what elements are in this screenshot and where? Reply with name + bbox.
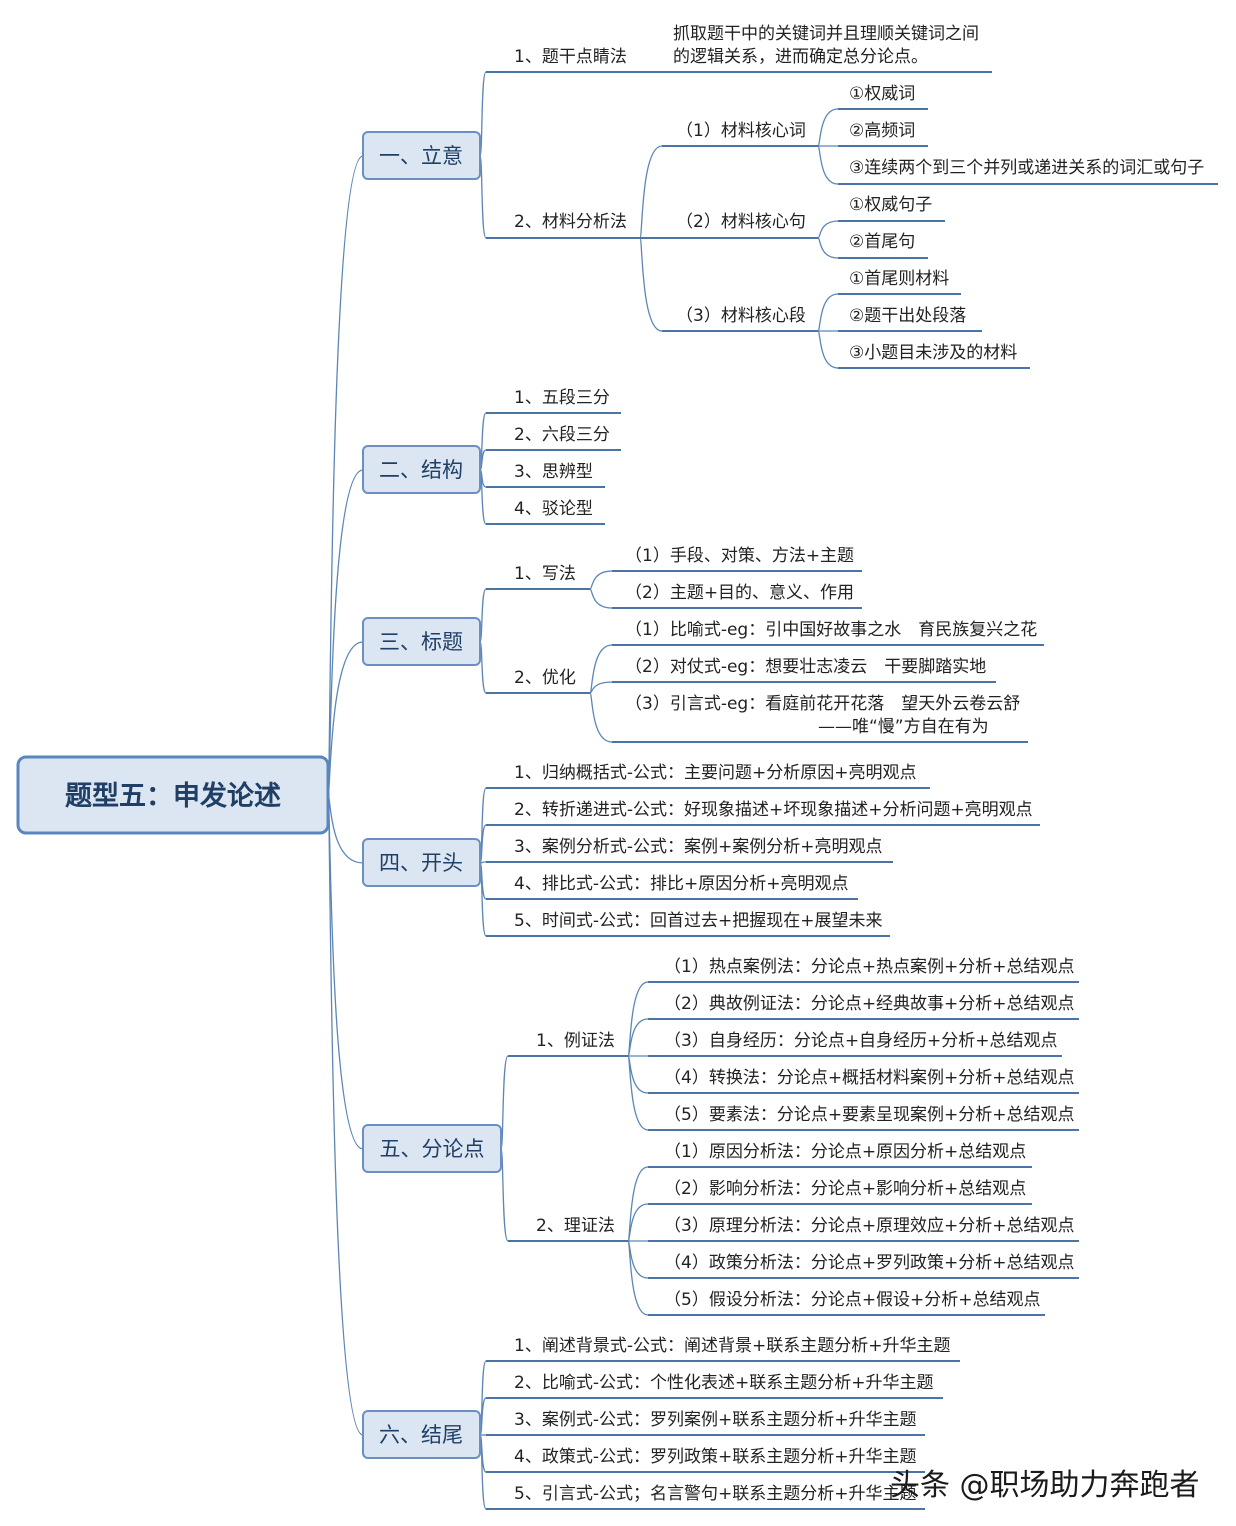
- leaf-node: 3、思辨型: [514, 462, 593, 482]
- leaf-node: 4、政策式-公式：罗列政策+联系主题分析+升华主题: [514, 1447, 916, 1467]
- connector-line: [327, 155, 364, 796]
- connector-line: [327, 641, 364, 796]
- leaf-node: （3）自身经历：分论点+自身经历+分析+总结观点: [664, 1031, 1058, 1051]
- connector-line: [589, 588, 613, 609]
- node-xiefa: 1、写法: [514, 564, 576, 584]
- leaf-node: ②高频词: [849, 121, 915, 141]
- leaf-node: ②题干出处段落: [849, 306, 966, 326]
- node-cailiaofenxi: 2、材料分析法: [514, 212, 627, 232]
- node-hexinju: （2）材料核心句: [676, 212, 806, 232]
- connector-line: [639, 145, 663, 239]
- leaf-node: 2、比喻式-公式：个性化表述+联系主题分析+升华主题: [514, 1373, 933, 1393]
- node-hexinci: （1）材料核心词: [676, 121, 806, 141]
- branch-label: 二、结构: [379, 458, 463, 482]
- leaf-node: （2）对仗式-eg：想要壮志凌云 干要脚踏实地: [625, 657, 986, 677]
- leaf-node: 4、驳论型: [514, 499, 593, 519]
- root-node: 题型五：申发论述: [16, 755, 330, 835]
- branch-label: 五、分论点: [380, 1137, 485, 1161]
- leaf-node: （3）引言式-eg：看庭前花开花落 望天外云卷云舒: [625, 694, 1020, 714]
- leaf-node: ①权威句子: [849, 195, 932, 215]
- leaf-node: 3、案例式-公式：罗列案例+联系主题分析+升华主题: [514, 1410, 916, 1430]
- connector-line: [327, 794, 364, 864]
- connector-line: [589, 570, 613, 590]
- branch-label: 六、结尾: [379, 1423, 463, 1447]
- connector-line: [639, 237, 663, 332]
- connector-line: [627, 1240, 649, 1316]
- node-youhua: 2、优化: [514, 668, 576, 688]
- leaf-node: 2、转折递进式-公式：好现象描述+坏现象描述+分析问题+亮明观点: [514, 800, 1033, 820]
- leaf-node: （5）要素法：分论点+要素呈现案例+分析+总结观点: [664, 1105, 1075, 1125]
- branch-kaitou: 四、开头: [362, 838, 481, 887]
- leaf-node: 4、排比式-公式：排比+原因分析+亮明观点: [514, 874, 848, 894]
- connector-line: [589, 644, 613, 694]
- watermark-text: 头条 @职场助力奔跑者: [890, 1468, 1200, 1503]
- connector-line: [627, 1018, 649, 1057]
- leaf-node: ①首尾则材料: [849, 269, 949, 289]
- leaf-node: （1）比喻式-eg：引中国好故事之水 育民族复兴之花: [625, 620, 1037, 640]
- leaf-node: 1、五段三分: [514, 388, 610, 408]
- connector-line: [500, 1148, 509, 1242]
- connector-line: [627, 1203, 649, 1242]
- connector-line: [817, 293, 839, 332]
- leaf-node: ①权威词: [849, 84, 915, 104]
- leaf-node: 1、归纳概括式-公式：主要问题+分析原因+亮明观点: [514, 763, 916, 783]
- connector-line: [817, 145, 839, 185]
- node-lizhengfa: 1、例证法: [536, 1031, 615, 1051]
- leaf-node: （2）典故例证法：分论点+经典故事+分析+总结观点: [664, 994, 1075, 1014]
- leaf-node: （4）转换法：分论点+概括材料案例+分析+总结观点: [664, 1068, 1075, 1088]
- branch-fenlundian: 五、分论点: [362, 1124, 502, 1173]
- connector-line: [627, 1055, 649, 1131]
- leaf-node: （5）假设分析法：分论点+假设+分析+总结观点: [664, 1290, 1041, 1310]
- leaf-node: （1）热点案例法：分论点+热点案例+分析+总结观点: [664, 957, 1075, 977]
- leaf-node: ③小题目未涉及的材料: [849, 343, 1017, 363]
- branch-biaoti: 三、标题: [362, 617, 481, 666]
- leaf-node: ③连续两个到三个并列或递进关系的词汇或句子: [849, 158, 1204, 178]
- connector-line: [817, 237, 839, 259]
- branch-label: 四、开头: [379, 851, 463, 875]
- branch-jiewei: 六、结尾: [362, 1410, 481, 1459]
- node-tiganfa: 1、题干点睛法: [514, 47, 627, 67]
- leaf-node: （2）主题+目的、意义、作用: [625, 583, 854, 603]
- leaf-node: （3）原理分析法：分论点+原理效应+分析+总结观点: [664, 1216, 1075, 1236]
- leaf-node: 5、引言式-公式；名言警句+联系主题分析+升华主题: [514, 1484, 916, 1504]
- connector-line: [817, 108, 839, 147]
- branch-label: 三、标题: [379, 630, 463, 654]
- connector-lines: [327, 71, 839, 1510]
- leaf-node: （2）影响分析法：分论点+影响分析+总结观点: [664, 1179, 1026, 1199]
- leaf-node: ②首尾句: [849, 232, 915, 252]
- node-lizhengfa-2: 2、理证法: [536, 1216, 615, 1236]
- leaf-node: 3、案例分析式-公式：案例+案例分析+亮明观点: [514, 837, 882, 857]
- node-hexinduan: （3）材料核心段: [676, 306, 806, 326]
- leaf-node: 1、阐述背景式-公式：阐述背景+联系主题分析+升华主题: [514, 1336, 950, 1356]
- leaf-node: （1）原因分析法：分论点+原因分析+总结观点: [664, 1142, 1026, 1162]
- connector-line: [500, 1055, 509, 1150]
- branch-label: 一、立意: [379, 144, 463, 168]
- connector-line: [817, 330, 839, 369]
- connector-line: [589, 681, 613, 694]
- leaf-node: （1）手段、对策、方法+主题: [625, 546, 854, 566]
- leaf-node: 2、六段三分: [514, 425, 610, 445]
- note-line-1: 抓取题干中的关键词并且理顺关键词之间: [673, 24, 979, 44]
- leaf-node: （4）政策分析法：分论点+罗列政策+分析+总结观点: [664, 1253, 1075, 1273]
- branch-jiegou: 二、结构: [362, 445, 481, 494]
- node-underlines: [486, 71, 1218, 1510]
- branch-liyi: 一、立意: [362, 131, 481, 180]
- connector-line: [327, 794, 364, 1436]
- connector-line: [589, 692, 613, 743]
- note-line-2: 的逻辑关系，进而确定总分论点。: [673, 47, 928, 67]
- root-label: 题型五：申发论述: [65, 780, 281, 812]
- leaf-node: 5、时间式-公式：回首过去+把握现在+展望未来: [514, 911, 882, 931]
- connector-line: [817, 220, 839, 239]
- leaf-node-continuation: ——唯“慢”方自在有为: [818, 716, 989, 737]
